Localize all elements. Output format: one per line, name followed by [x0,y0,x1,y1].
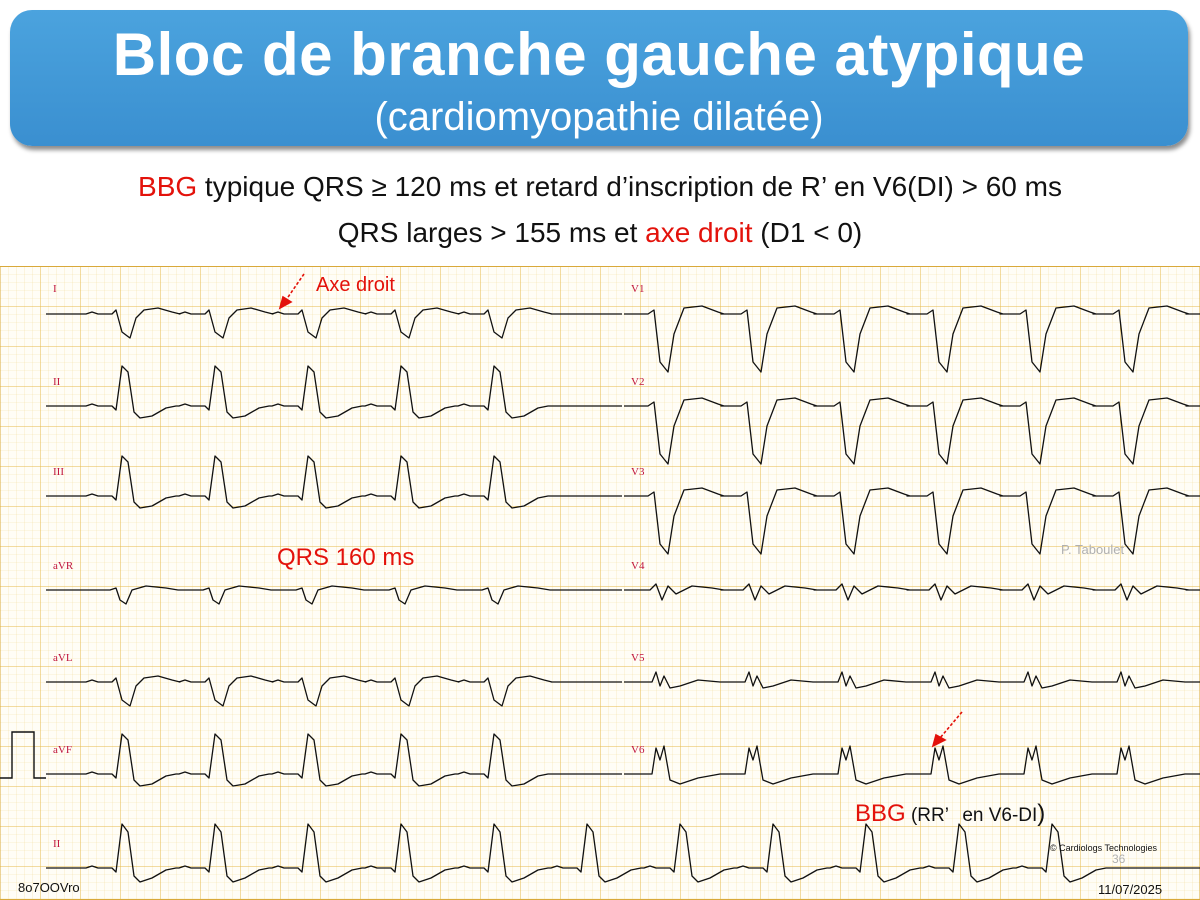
footer-code: 8o7OOVro [18,880,80,895]
lead-label-II: II [53,376,61,388]
lead-label-III: III [53,466,64,478]
annotation-bbg-rr: (RR’ [905,805,949,826]
author-watermark: P. Taboulet [1061,542,1125,557]
annotation-qrs-duration: QRS 160 ms [277,544,415,571]
lead-label-V3: V3 [631,466,645,478]
lead-label-aVR: aVR [53,560,74,572]
slide-subtitle: (cardiomyopathie dilatée) [374,95,824,139]
ecg-trace [624,671,1200,689]
ecg-trace [46,365,622,419]
criteria-text-2a: QRS larges > 155 ms et [337,217,646,248]
footer-date: 11/07/2025 [1098,882,1163,897]
ecg-trace [624,397,1200,465]
ecg-trace [46,733,622,787]
annotation-bbg: BBG (RR’ en V6-DI) [855,800,1045,828]
bbg-term: BBG [138,171,198,202]
ecg-trace [624,745,1200,785]
lead-label-V4: V4 [631,560,645,572]
lead-label-I: I [53,283,57,295]
arrow-axe-droit [278,273,305,310]
ecg-trace [46,675,622,707]
ecg-trace [46,585,622,605]
slide-title: Bloc de branche gauche atypique [112,21,1086,88]
lead-label-V1: V1 [631,283,645,295]
ecg-grid-and-traces [0,266,1200,900]
annotation-bbg-term: BBG [855,800,906,827]
ecg-trace [46,455,622,509]
ecg-tracing: I II III aVR aVL aVF II V1 V2 V3 V4 V5 V… [0,266,1200,900]
annotation-bbg-close: ) [1037,800,1046,827]
slide-number: 36 [1112,852,1126,866]
ecg-trace [624,583,1200,601]
title-banner: Bloc de branche gauche atypique (cardiom… [10,10,1188,146]
axe-droit-term: axe droit [645,217,753,248]
lead-label-II-rhythm: II [53,838,61,850]
annotation-axe-droit: Axe droit [316,274,395,296]
ecg-trace [46,307,622,339]
lead-label-V6: V6 [631,744,645,756]
lead-label-V5: V5 [631,652,645,664]
calibration-pulse [0,731,46,779]
copyright-notice: © Cardiologs Technologies [1050,843,1158,853]
lead-label-aVF: aVF [53,744,72,756]
ecg-trace [624,487,1200,555]
criteria-text-1: typique QRS ≥ 120 ms et retard d’inscrip… [197,171,1062,202]
annotation-bbg-v6: en V6-DI [962,805,1038,826]
criteria-line-1: BBG typique QRS ≥ 120 ms et retard d’ins… [0,170,1200,204]
criteria-line-2: QRS larges > 155 ms et axe droit (D1 < 0… [0,216,1200,250]
criteria-text-2b: (D1 < 0) [752,217,863,248]
lead-label-V2: V2 [631,376,645,388]
arrow-bbg [931,711,963,748]
lead-label-aVL: aVL [53,652,73,664]
ecg-trace [624,305,1200,373]
ecg-trace [46,823,1200,883]
